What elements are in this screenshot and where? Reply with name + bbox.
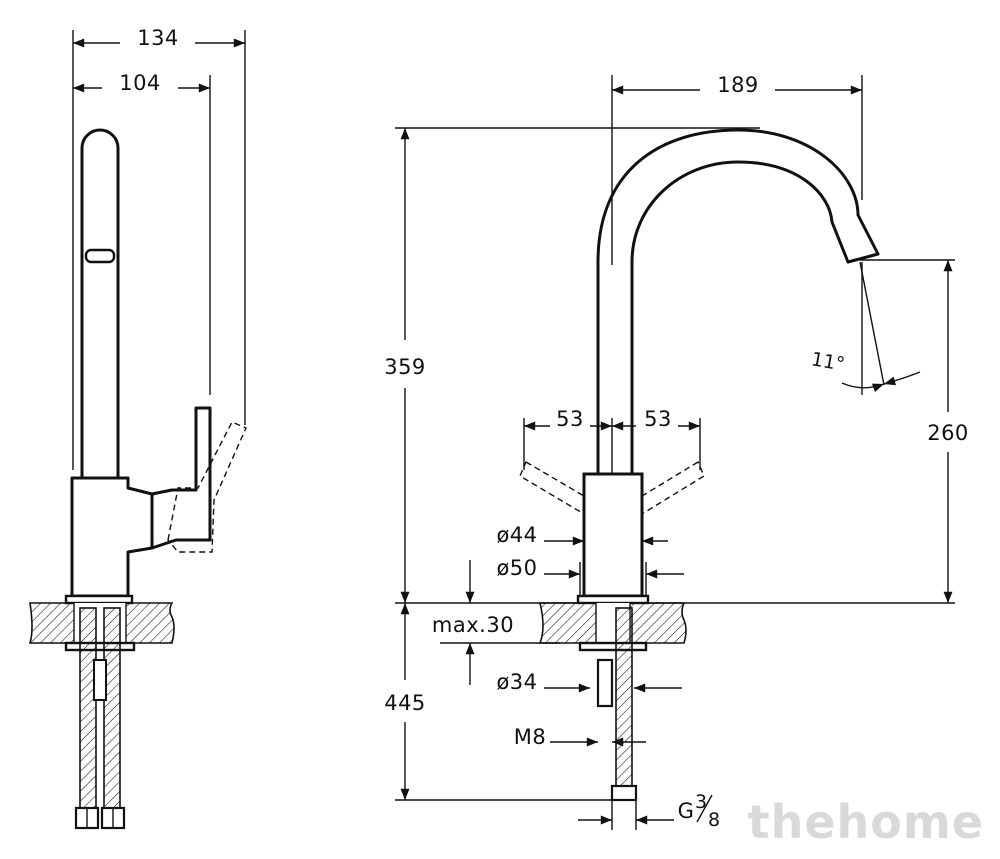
front-handle-right-alt [641, 460, 705, 516]
side-lever-alt [167, 421, 247, 553]
dim-hole-diameter: ø34 [496, 670, 537, 694]
side-view: 134 104 [28, 26, 247, 830]
dim-connection-denominator: 8 [708, 809, 720, 831]
front-nut [610, 784, 638, 802]
front-view: 189 359 260 11° 53 53 [384, 73, 969, 831]
side-spout-tube [80, 128, 120, 480]
side-hose-right [103, 607, 121, 809]
side-body [70, 476, 154, 598]
side-base-plate [64, 594, 134, 605]
front-spout-outer [596, 128, 880, 476]
dim-body-diameter-top: ø44 [496, 523, 537, 547]
dim-total-height: 359 [384, 355, 426, 379]
dim-stud-thread: M8 [514, 725, 546, 749]
watermark-logo: thehome [748, 795, 984, 849]
front-spout-outlet [846, 252, 880, 264]
side-lever [150, 406, 212, 550]
front-spout-inner [630, 160, 850, 476]
side-aerator [84, 248, 116, 264]
dim-outlet-angle: 11° [810, 348, 847, 376]
front-hose [615, 607, 633, 789]
front-stud [596, 658, 614, 708]
dim-outlet-height: 260 [927, 421, 969, 445]
dim-handle-left: 53 [556, 407, 584, 431]
front-bottom-plate [578, 641, 648, 652]
dim-handle-right: 53 [644, 407, 672, 431]
front-handle-left-alt [519, 460, 585, 516]
front-base-plate [576, 594, 650, 605]
side-hose-left [79, 607, 97, 809]
dim-connection-numerator: 3 [695, 791, 707, 813]
dim-spout-depth: 104 [119, 71, 161, 95]
side-stud [93, 659, 107, 701]
dim-body-diameter-base: ø50 [496, 556, 537, 580]
dim-overall-depth: 134 [137, 26, 179, 50]
side-bottom-plate [64, 641, 136, 652]
dim-connection-thread: G [678, 799, 695, 823]
dim-max-deck-thickness: max.30 [432, 613, 514, 637]
dim-spout-reach: 189 [717, 73, 759, 97]
front-body [582, 472, 644, 598]
dim-hose-length: 445 [384, 691, 426, 715]
